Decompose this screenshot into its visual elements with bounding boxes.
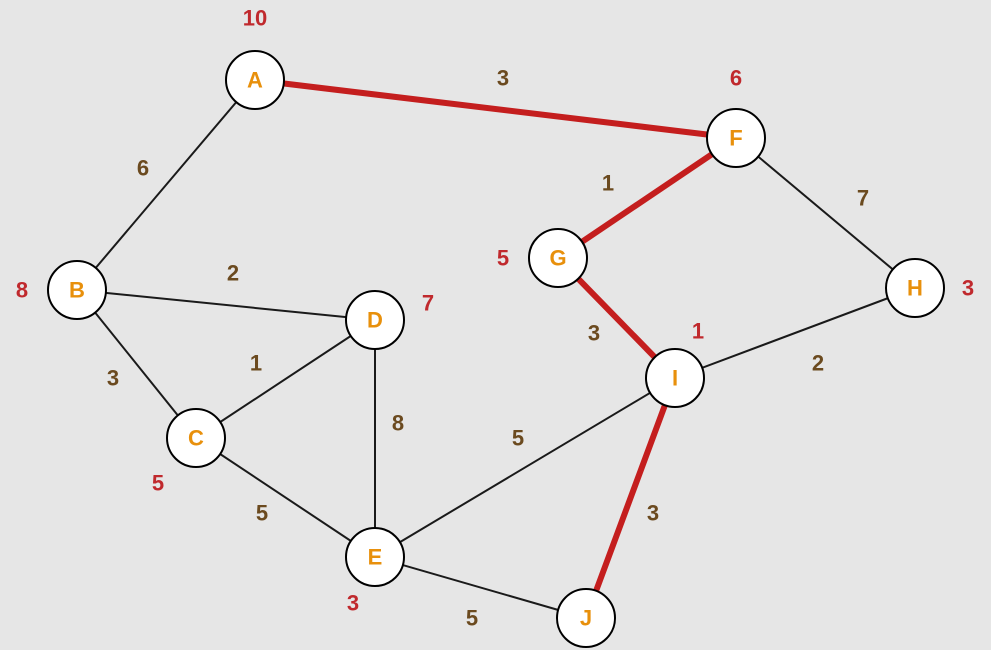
edge-f-h xyxy=(735,137,916,289)
node-values-layer: 10 8 5 7 3 6 5 3 1 xyxy=(16,6,974,616)
node-circle-g xyxy=(528,228,588,288)
node-label-h: H xyxy=(907,276,923,301)
node-circle-i xyxy=(645,348,705,408)
edge-weight-c-e: 5 xyxy=(256,501,268,526)
edge-b-d xyxy=(76,289,376,321)
nodes-layer: A B C D E F G H I J xyxy=(47,50,945,648)
node-value-d: 7 xyxy=(422,291,434,316)
node-i: I xyxy=(645,348,705,408)
edge-weight-a-b: 6 xyxy=(137,156,149,181)
node-label-b: B xyxy=(69,278,85,303)
node-value-c: 5 xyxy=(152,471,164,496)
edge-weight-b-c: 3 xyxy=(107,366,119,391)
edge-weights-layer: 3 6 2 3 1 8 5 5 5 1 7 3 2 3 xyxy=(107,66,869,631)
node-value-f: 6 xyxy=(730,66,742,91)
edge-weight-e-i: 5 xyxy=(512,426,524,451)
edge-e-i xyxy=(374,377,676,558)
node-a: A xyxy=(225,50,285,110)
node-circle-h xyxy=(885,258,945,318)
edge-weight-f-g: 1 xyxy=(602,171,614,196)
node-d: D xyxy=(345,290,405,350)
edge-a-f-highlighted xyxy=(252,77,739,141)
node-label-a: A xyxy=(247,68,263,93)
edge-weight-d-e: 8 xyxy=(392,411,404,436)
edge-b-c xyxy=(76,289,197,439)
edge-weight-i-j: 3 xyxy=(647,501,659,526)
node-value-a: 10 xyxy=(243,6,267,31)
node-circle-b xyxy=(47,260,107,320)
edge-i-j-highlighted xyxy=(583,375,678,621)
edge-weight-h-i: 2 xyxy=(812,351,824,376)
edge-weight-e-j: 5 xyxy=(466,606,478,631)
node-label-c: C xyxy=(188,426,204,451)
node-value-i: 1 xyxy=(692,319,704,344)
node-label-g: G xyxy=(549,246,566,271)
node-value-e: 3 xyxy=(347,591,359,616)
node-c: C xyxy=(166,408,226,468)
edge-weight-a-f: 3 xyxy=(497,66,509,91)
node-h: H xyxy=(885,258,945,318)
node-value-h: 3 xyxy=(962,276,974,301)
node-label-f: F xyxy=(729,126,742,151)
node-b: B xyxy=(47,260,107,320)
node-circle-e xyxy=(345,527,405,587)
edges-layer xyxy=(76,77,916,621)
edge-h-i xyxy=(674,287,916,379)
edge-c-e xyxy=(195,437,376,558)
node-circle-d xyxy=(345,290,405,350)
node-value-b: 8 xyxy=(16,278,28,303)
edge-a-b xyxy=(76,79,256,291)
edge-weight-g-i: 3 xyxy=(588,321,600,346)
node-circle-c xyxy=(166,408,226,468)
node-circle-a xyxy=(225,50,285,110)
edge-f-g-highlighted xyxy=(555,135,739,261)
node-f: F xyxy=(706,108,766,168)
node-g: G xyxy=(528,228,588,288)
edge-weight-b-d: 2 xyxy=(227,261,239,286)
node-j: J xyxy=(556,588,616,648)
node-circle-f xyxy=(706,108,766,168)
edge-c-d xyxy=(195,319,376,439)
node-circle-j xyxy=(556,588,616,648)
node-label-e: E xyxy=(368,545,383,570)
node-e: E xyxy=(345,527,405,587)
edge-weight-c-d: 1 xyxy=(250,351,262,376)
node-label-i: I xyxy=(672,366,678,391)
edge-weight-f-h: 7 xyxy=(857,186,869,211)
edge-e-j xyxy=(374,556,587,619)
node-value-g: 5 xyxy=(497,246,509,271)
node-label-j: J xyxy=(580,606,592,631)
node-label-d: D xyxy=(367,308,383,333)
